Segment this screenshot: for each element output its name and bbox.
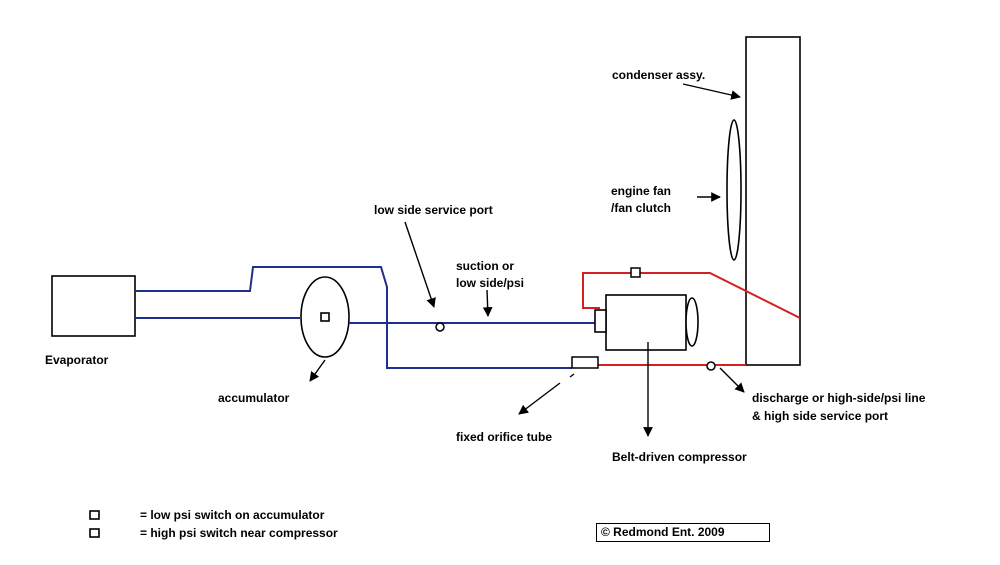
high-side-lines <box>582 272 801 366</box>
condenser-box <box>745 36 801 366</box>
condenser-label: condenser assy. <box>612 68 705 82</box>
compressor-fitting <box>594 309 607 333</box>
legend: = low psi switch on accumulator = high p… <box>89 508 338 540</box>
low-side-service-port <box>435 322 445 332</box>
legend-low-switch-text: = low psi switch on accumulator <box>140 508 325 522</box>
evaporator-box <box>51 275 136 337</box>
low-side-port-label: low side service port <box>374 203 493 217</box>
condenser-arrow <box>682 83 741 100</box>
evaporator-label: Evaporator <box>45 353 109 367</box>
high-psi-switch <box>630 267 641 278</box>
fixed-orifice-tube <box>571 356 599 369</box>
engine-fan-label-line2: /fan clutch <box>611 201 671 215</box>
orifice-arrow <box>518 382 561 415</box>
legend-low-switch-symbol <box>89 510 100 520</box>
orifice-arrow-tick <box>569 373 575 378</box>
accumulator-arrow <box>309 359 326 382</box>
high-side-service-port <box>706 361 716 371</box>
low-side-lines <box>135 266 595 369</box>
suction-label-line2: low side/psi <box>456 276 524 290</box>
compressor-label: Belt-driven compressor <box>612 450 747 464</box>
low-psi-switch <box>320 312 330 322</box>
low-side-port-arrow <box>404 221 436 308</box>
accumulator-label: accumulator <box>218 391 290 405</box>
copyright-notice: © Redmond Ent. 2009 <box>596 523 770 542</box>
discharge-label-line2: & high side service port <box>752 409 888 423</box>
accumulator-shape <box>300 276 350 358</box>
compressor-pulley <box>685 297 699 347</box>
engine-fan-shape <box>726 119 742 261</box>
suction-label-line1: suction or <box>456 259 514 273</box>
legend-high-switch-symbol <box>89 528 100 538</box>
discharge-label-line1: discharge or high-side/psi line <box>752 391 926 405</box>
legend-high-switch-text: = high psi switch near compressor <box>140 526 338 540</box>
discharge-arrow <box>719 367 745 393</box>
engine-fan-label-line1: engine fan <box>611 184 671 198</box>
compressor-body <box>605 294 687 351</box>
fixed-orifice-label: fixed orifice tube <box>456 430 552 444</box>
suction-arrow <box>482 289 493 317</box>
